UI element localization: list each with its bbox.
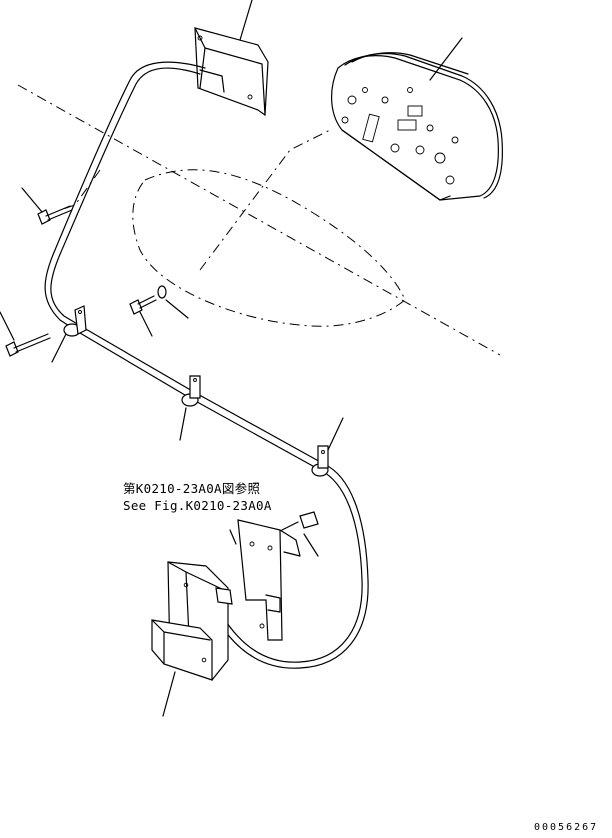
monitor-panel — [331, 37, 503, 201]
bolt-center — [129, 285, 189, 337]
lower-controller — [151, 561, 233, 717]
controller-box — [194, 0, 269, 117]
reference-note-japanese: 第K0210-23A0A図参照 — [123, 481, 261, 496]
clamp-3 — [311, 417, 344, 477]
bracket — [229, 519, 301, 641]
bracket-bolt — [281, 511, 319, 557]
reference-note-english: See Fig.K0210-23A0A — [123, 498, 272, 513]
bolt-left — [0, 311, 51, 357]
bolt-upper — [21, 187, 73, 225]
clamp-2 — [179, 375, 201, 441]
drawing-code: 00056267 — [534, 822, 599, 833]
clamp-1 — [51, 305, 87, 363]
